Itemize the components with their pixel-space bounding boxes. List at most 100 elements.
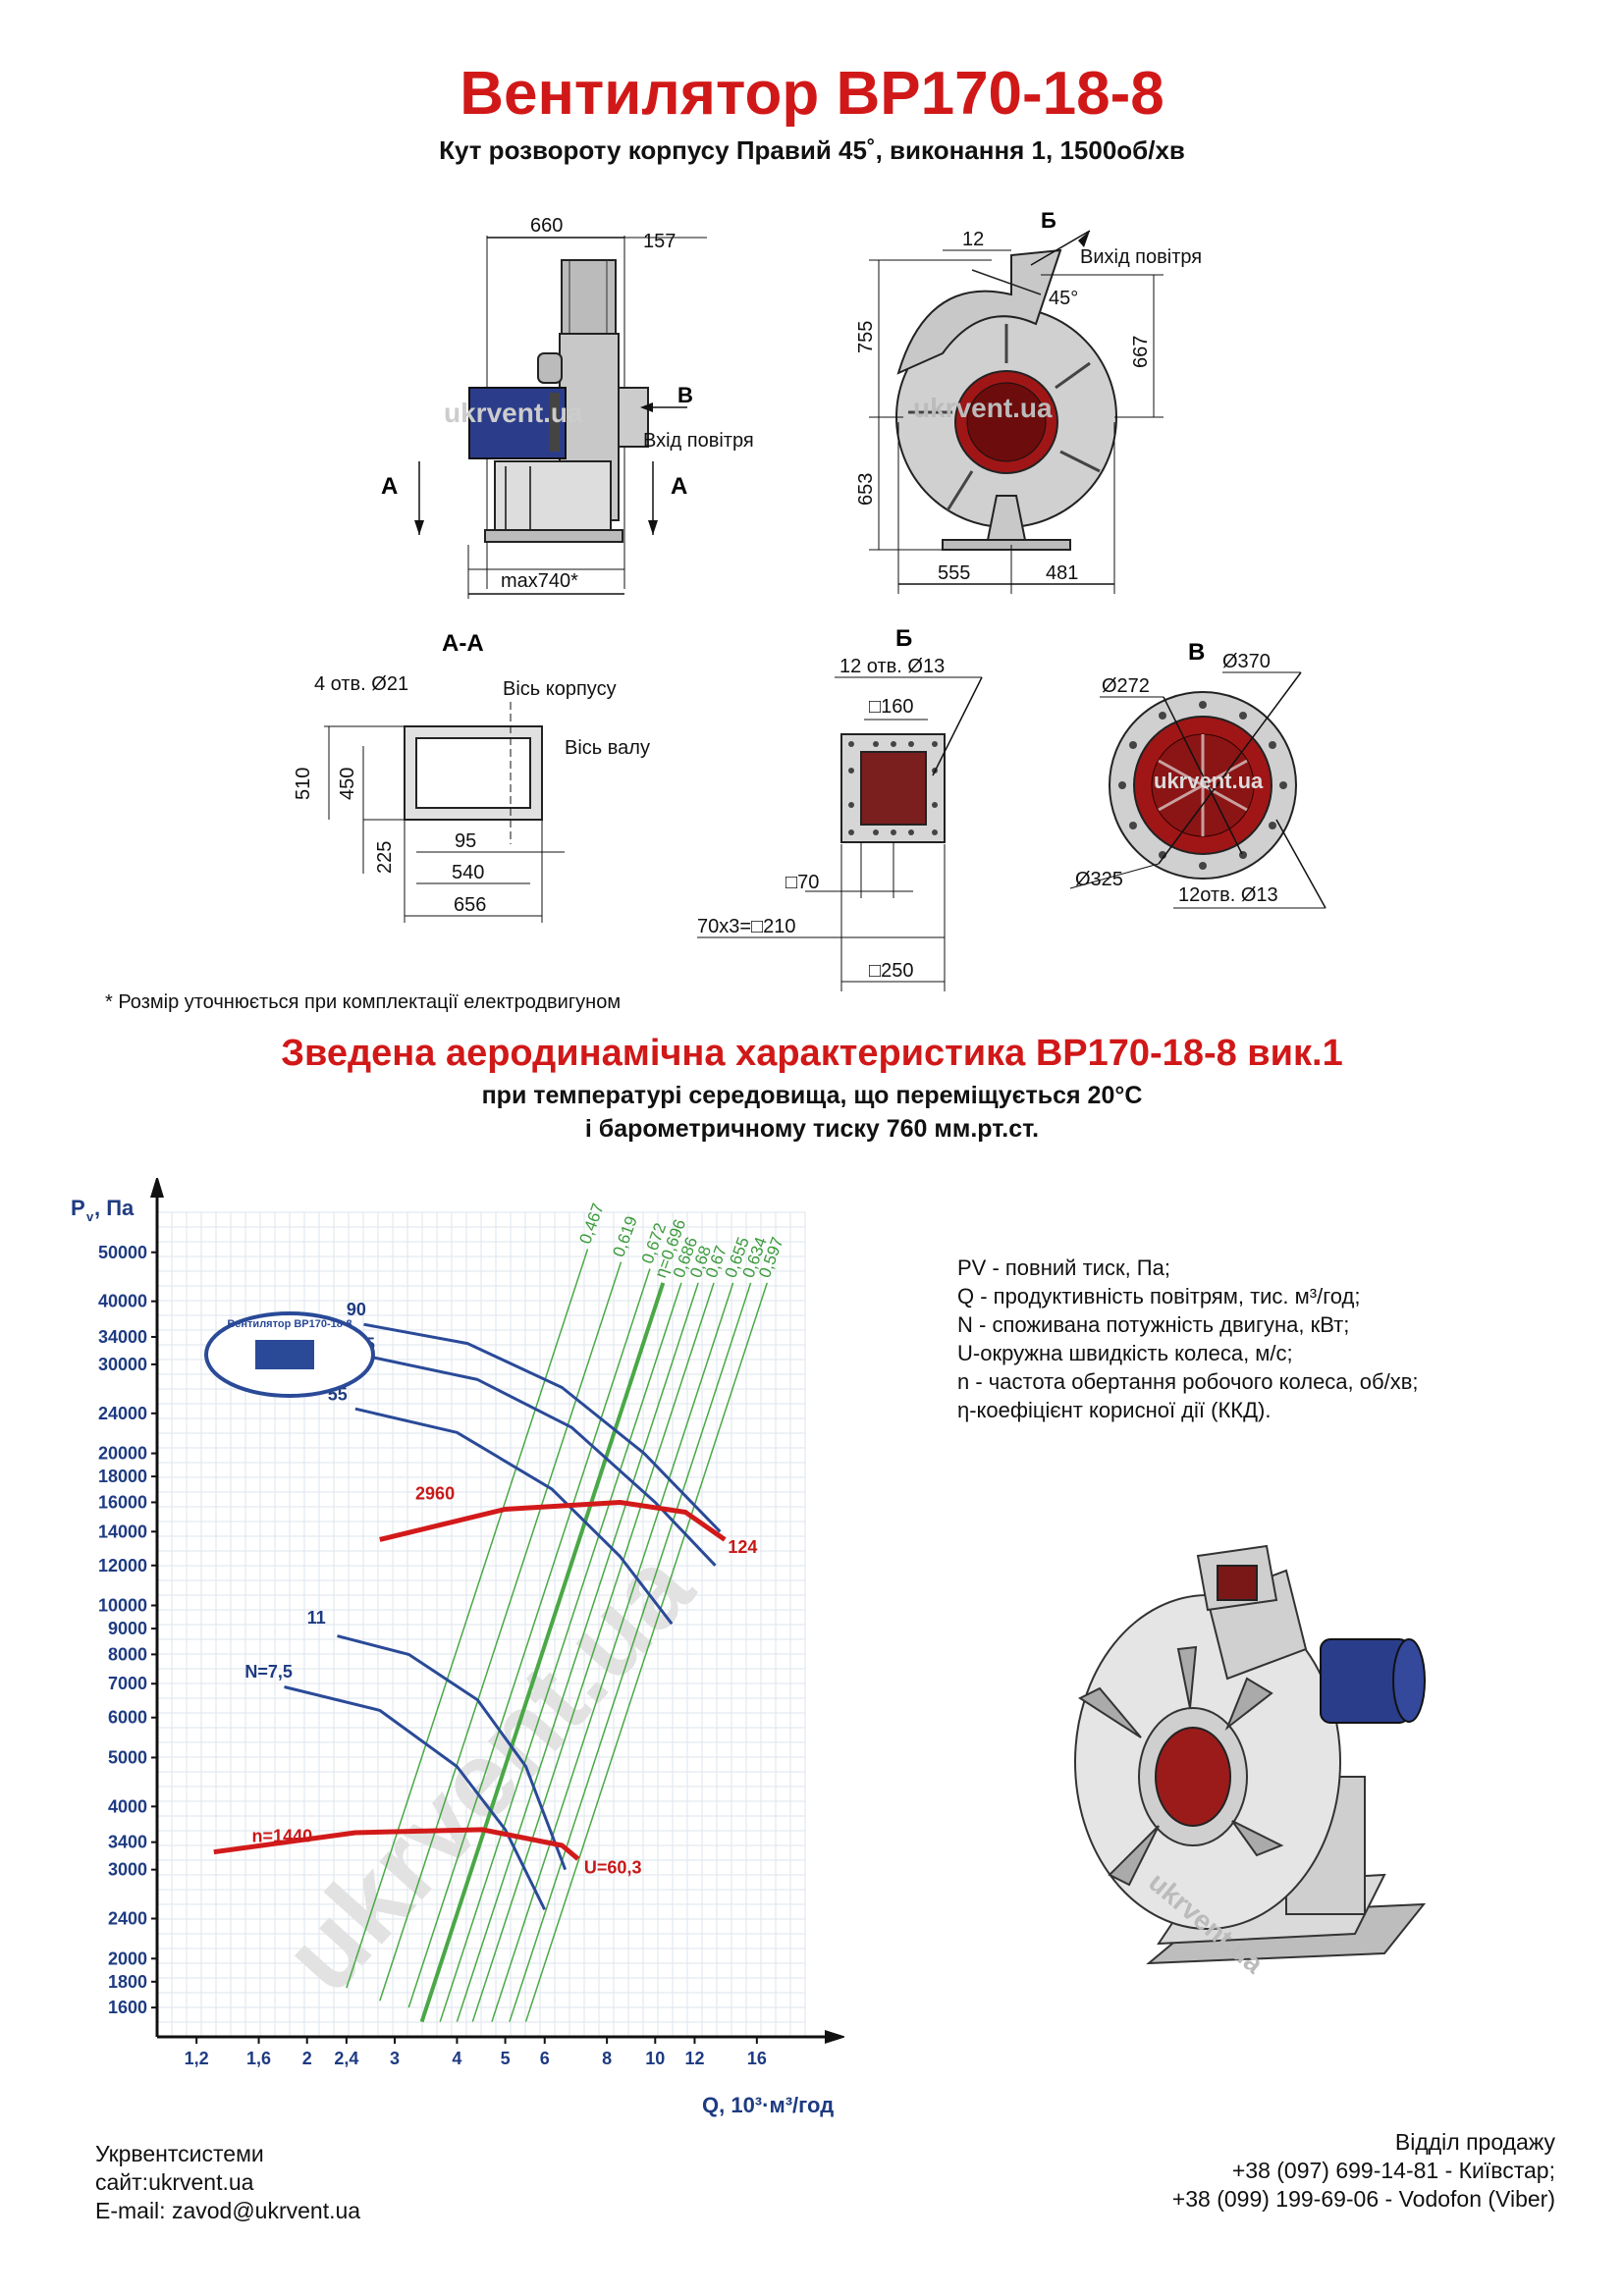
site-link[interactable]: сайт:ukrvent.ua: [95, 2169, 254, 2195]
section-b-70: □70: [785, 872, 819, 893]
section-b-160: □160: [869, 696, 913, 718]
x-tick-label: 1,6: [246, 2049, 271, 2068]
label-a-left: А: [381, 473, 398, 500]
y-axis-label: P: [71, 1196, 85, 1220]
y-tick-label: 3000: [108, 1860, 147, 1880]
speed-label: n=1440: [252, 1827, 313, 1846]
y-tick-label: 3400: [108, 1833, 147, 1852]
company-name: Укрвентсистеми: [95, 2141, 264, 2166]
label-b: Б: [1041, 208, 1056, 233]
power-curve: [363, 1322, 722, 1533]
efficiency-line: [524, 1282, 768, 2022]
x-tick-label: 6: [540, 2049, 550, 2068]
efficiency-line: [379, 1261, 623, 2002]
page-subtitle: Кут розвороту корпусу Правий 45˚, викона…: [439, 135, 1185, 165]
y-tick-label: 9000: [108, 1619, 147, 1638]
x-axis-arrow: [825, 2030, 844, 2044]
x-tick-label: 2,4: [334, 2049, 358, 2068]
x-tick-label: 3: [390, 2049, 400, 2068]
y-tick-label: 40000: [98, 1292, 147, 1311]
footer-contacts: Укрвентсистеми сайт:ukrvent.ua E-mail: z…: [95, 2140, 360, 2225]
y-tick-label: 20000: [98, 1444, 147, 1464]
efficiency-line: [509, 1282, 752, 2022]
dim-653: 653: [855, 473, 877, 506]
section-v: В Ø370 Ø272 ukrvent.ua Ø325 12отв. Ø13: [1069, 639, 1326, 909]
speed-label: 124: [728, 1537, 757, 1557]
watermark-front: ukrvent.ua: [913, 393, 1053, 423]
x-tick-label: 5: [501, 2049, 511, 2068]
power-label: 11: [307, 1608, 326, 1628]
phone-vodafone[interactable]: +38 (099) 199-69-06 - Vodofon (Viber): [1171, 2186, 1555, 2212]
power-label: N=7,5: [244, 1662, 293, 1682]
badge-text: Вентилятор ВР170-18-8: [227, 1318, 352, 1330]
legend-item: Q - продуктивність повітрям, тис. м³/год…: [957, 1284, 1361, 1308]
legend-item: η-коефіцієнт корисної дії (ККД).: [957, 1398, 1272, 1422]
y-tick-label: 24000: [98, 1404, 147, 1423]
legend-item: U-окружна швидкість колеса, м/с;: [957, 1341, 1293, 1365]
section-b-250: □250: [869, 960, 913, 982]
speed-curve: [213, 1827, 580, 1861]
x-tick-label: 12: [684, 2049, 704, 2068]
dim-95: 95: [455, 830, 476, 852]
y-tick-label: 8000: [108, 1644, 147, 1664]
label-v-section: В: [677, 383, 693, 407]
watermark: ukrvent.ua: [444, 398, 583, 428]
x-tick-label: 1,2: [185, 2049, 209, 2068]
y-tick-label: 1600: [108, 1998, 147, 2017]
y-tick-label: 30000: [98, 1355, 147, 1374]
fan-3d-illustration: ukrvent.ua: [1074, 1544, 1427, 1979]
email-link[interactable]: E-mail: zavod@ukrvent.ua: [95, 2198, 361, 2223]
y-axis-label-sub: v: [86, 1209, 94, 1224]
dim-450: 450: [337, 768, 358, 800]
section-aa: А-А 4 отв. Ø21 Вісь корпусу Вісь валу 51…: [293, 630, 650, 923]
y-tick-label: 2400: [108, 1909, 147, 1929]
power-curve: [284, 1685, 547, 1911]
dim-540: 540: [452, 862, 484, 883]
dim-555: 555: [938, 562, 970, 584]
watermark-v: ukrvent.ua: [1154, 769, 1264, 793]
dim-225: 225: [374, 841, 396, 874]
section-v-title: В: [1188, 639, 1205, 666]
legend-item: N - споживана потужність двигуна, кВт;: [957, 1312, 1350, 1337]
section-v-holes: 12отв. Ø13: [1178, 884, 1278, 906]
phone-kyivstar[interactable]: +38 (097) 699-14-81 - Київстар;: [1231, 2158, 1555, 2183]
dim-481: 481: [1046, 562, 1078, 584]
efficiency-line: [419, 1282, 666, 2023]
y-axis-label-unit: , Па: [94, 1196, 135, 1220]
power-label: 90: [347, 1300, 366, 1319]
speed-curve: [379, 1500, 727, 1542]
y-tick-label: 2000: [108, 1949, 147, 1968]
y-tick-label: 1800: [108, 1972, 147, 1992]
efficiency-line: [491, 1282, 734, 2022]
front-view: 755 653 667 555 481 12 Б Вихід повітря 4…: [855, 208, 1202, 594]
section-b-title: Б: [895, 625, 912, 652]
section-b-210: 70x3=□210: [697, 916, 796, 937]
section-aa-axis-shaft: Вісь валу: [565, 737, 650, 759]
angle-45: 45°: [1049, 288, 1078, 309]
dim-755: 755: [855, 321, 877, 353]
footer-sales: Відділ продажу +38 (097) 699-14-81 - Киї…: [1172, 2128, 1555, 2214]
y-tick-label: 6000: [108, 1708, 147, 1728]
section-v-d370: Ø370: [1222, 651, 1271, 672]
aero-line1: при температурі середовища, що переміщує…: [481, 1082, 1143, 1109]
section-aa-holes: 4 отв. Ø21: [314, 673, 408, 695]
efficiency-label: 0,467: [575, 1201, 607, 1246]
page-title: Вентилятор ВР170-18-8: [460, 60, 1164, 128]
legend-item: n - частота обертання робочого колеса, о…: [957, 1369, 1419, 1394]
y-tick-label: 12000: [98, 1556, 147, 1575]
aero-line2: і барометричному тиску 760 мм.рт.ст.: [584, 1115, 1040, 1143]
x-tick-label: 16: [747, 2049, 767, 2068]
speed-label: 2960: [415, 1484, 455, 1504]
y-tick-label: 7000: [108, 1674, 147, 1693]
section-b-holes: 12 отв. Ø13: [839, 656, 945, 677]
dim-656: 656: [454, 894, 486, 916]
y-tick-label: 34000: [98, 1327, 147, 1347]
section-b: Б 12 отв. Ø13 □160 □70 70x3=□210 □250: [697, 625, 983, 991]
legend: PV - повний тиск, Па; Q - продуктивність…: [957, 1254, 1419, 1424]
sales-title: Відділ продажу: [1394, 2129, 1555, 2155]
power-curve: [354, 1407, 674, 1626]
dim-667: 667: [1130, 336, 1152, 368]
x-tick-label: 4: [452, 2049, 461, 2068]
side-view: 660 157 А А В Вхід повітря max7: [381, 215, 754, 599]
